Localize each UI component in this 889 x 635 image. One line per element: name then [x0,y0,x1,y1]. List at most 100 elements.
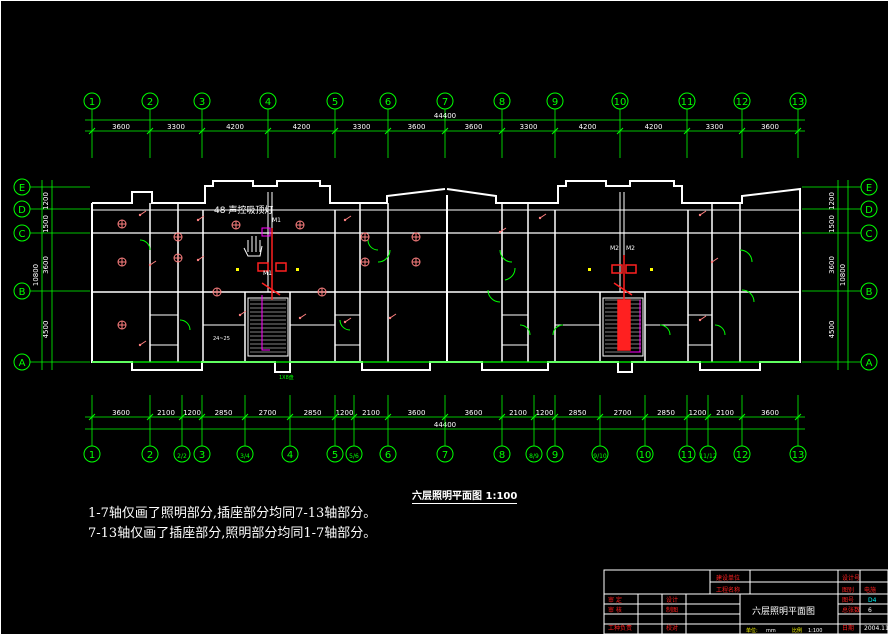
top-dim: 3600 [408,123,426,131]
tb-sheets-label: 总张数 [842,606,860,614]
left-total-dim: 10800 [32,264,40,286]
axis-bubble-bottom [436,445,454,463]
tb-unit-label: 单位: [746,627,758,634]
bottom-dim: 2850 [304,409,322,417]
axis-label-top: 6 [385,97,391,108]
axis-bubble-bottom [699,445,717,463]
top-dim: 4200 [293,123,311,131]
top-dim: 4200 [226,123,244,131]
axis-label-bottom: 8/9 [529,453,539,460]
right-dim: 4500 [828,321,836,339]
axis-label-top: 4 [265,97,271,108]
axis-bubble-bottom [281,445,299,463]
top-dim: 3300 [167,123,185,131]
bottom-dim: 3600 [465,409,483,417]
bottom-dim: 1200 [183,409,201,417]
axis-bubble-bottom [493,445,511,463]
equip-label-m1b: M1 [263,270,272,277]
bottom-dim: 2100 [157,409,175,417]
axis-label-bottom: 2/2 [177,453,187,460]
axis-label-bottom: 8 [499,450,505,461]
top-dim: 4200 [579,123,597,131]
axis-label-bottom: 7 [442,450,448,461]
axis-label-bottom: 13 [792,450,805,461]
tb-design-no-label: 设计号 [842,574,860,582]
row-label-right: B [866,287,873,298]
bottom-dim: 3600 [408,409,426,417]
tb-row-1: 审 定 [608,596,622,604]
right-dim: 1200 [828,192,836,210]
axis-label-bottom: 9/10 [593,453,607,460]
axis-label-bottom: 9 [552,450,558,461]
axis-label-top: 13 [792,97,805,108]
bottom-dim: 2100 [362,409,380,417]
tb-drawing-no-value: D4 [868,597,877,604]
right-total-dim: 10800 [839,264,847,286]
equip-label-m2b: M2 [626,245,635,252]
yellow-marks [236,268,653,271]
bottom-dim: 2100 [716,409,734,417]
axis-bubble-bottom [193,445,211,463]
note-line-1: 1-7轴仅画了照明部分,插座部分均同7-13轴部分。 [88,506,377,521]
tb-project-label: 工程名称 [716,586,740,594]
tb-sheets-value: 6 [868,607,872,614]
axis-bubble-bottom [733,445,751,463]
wiring-magenta [261,227,641,353]
left-dim: 1500 [42,215,50,233]
bottom-dim: 3600 [761,409,779,417]
axis-label-bottom: 2 [147,450,153,461]
row-label-left: B [19,287,26,298]
axis-label-bottom: 12 [736,450,749,461]
axis-label-top: 7 [442,97,448,108]
top-dim: 3600 [112,123,130,131]
tb-unit-value: mm [766,628,776,634]
axis-label-bottom: 3/4 [240,453,250,460]
tb-category-value: 电施 [864,586,876,594]
tb-mid-2: 制图 [666,606,678,614]
bottom-dim: 1200 [689,409,707,417]
tb-date-label: 日期 [842,624,854,632]
tb-scale-value: 1:100 [808,628,822,634]
title-block [603,569,889,635]
axis-label-top: 10 [614,97,627,108]
row-label-right: C [866,229,873,240]
tb-mid-3: 校对 [666,624,678,632]
tb-client-label: 建设单位 [716,574,740,582]
axis-label-top: 9 [552,97,558,108]
axis-label-bottom: 5 [332,450,338,461]
room-lamp-label: 48 声控吸顶灯 [214,204,273,216]
drawing-title: 六层照明平面图 1:100 [412,487,518,504]
axis-bubble-bottom [173,445,191,463]
axis-bubble-bottom [236,445,254,463]
tb-date-value: 2004.11 [864,625,889,632]
top-dim: 3300 [353,123,371,131]
tb-category-label: 图别 [842,586,854,594]
room-label-2: 24~25 [213,336,230,342]
bottom-dim: 2850 [657,409,675,417]
wiring-red [257,228,637,351]
bottom-dim: 2100 [509,409,527,417]
stair-treads [250,299,641,353]
axis-label-bottom: 4 [287,450,293,461]
axis-bubble-bottom [591,445,609,463]
bottom-dim: 3600 [112,409,130,417]
bottom-dim: 2850 [215,409,233,417]
axis-label-top: 5 [332,97,338,108]
axis-label-top: 12 [736,97,749,108]
bottom-dim: 2700 [259,409,277,417]
left-dim: 1200 [42,192,50,210]
bottom-dim: 2850 [569,409,587,417]
building-walls [91,180,801,373]
axis-bubble-bottom [326,445,344,463]
tb-mid-1: 设计 [666,596,678,604]
top-dim: 3600 [761,123,779,131]
row-label-right: D [865,205,873,216]
axis-label-bottom: 6 [385,450,391,461]
axis-label-top: 11 [681,97,694,108]
top-dim: 3300 [520,123,538,131]
bottom-dim: 1200 [336,409,354,417]
axis-bubble-bottom [546,445,564,463]
axis-bubble-bottom [379,445,397,463]
